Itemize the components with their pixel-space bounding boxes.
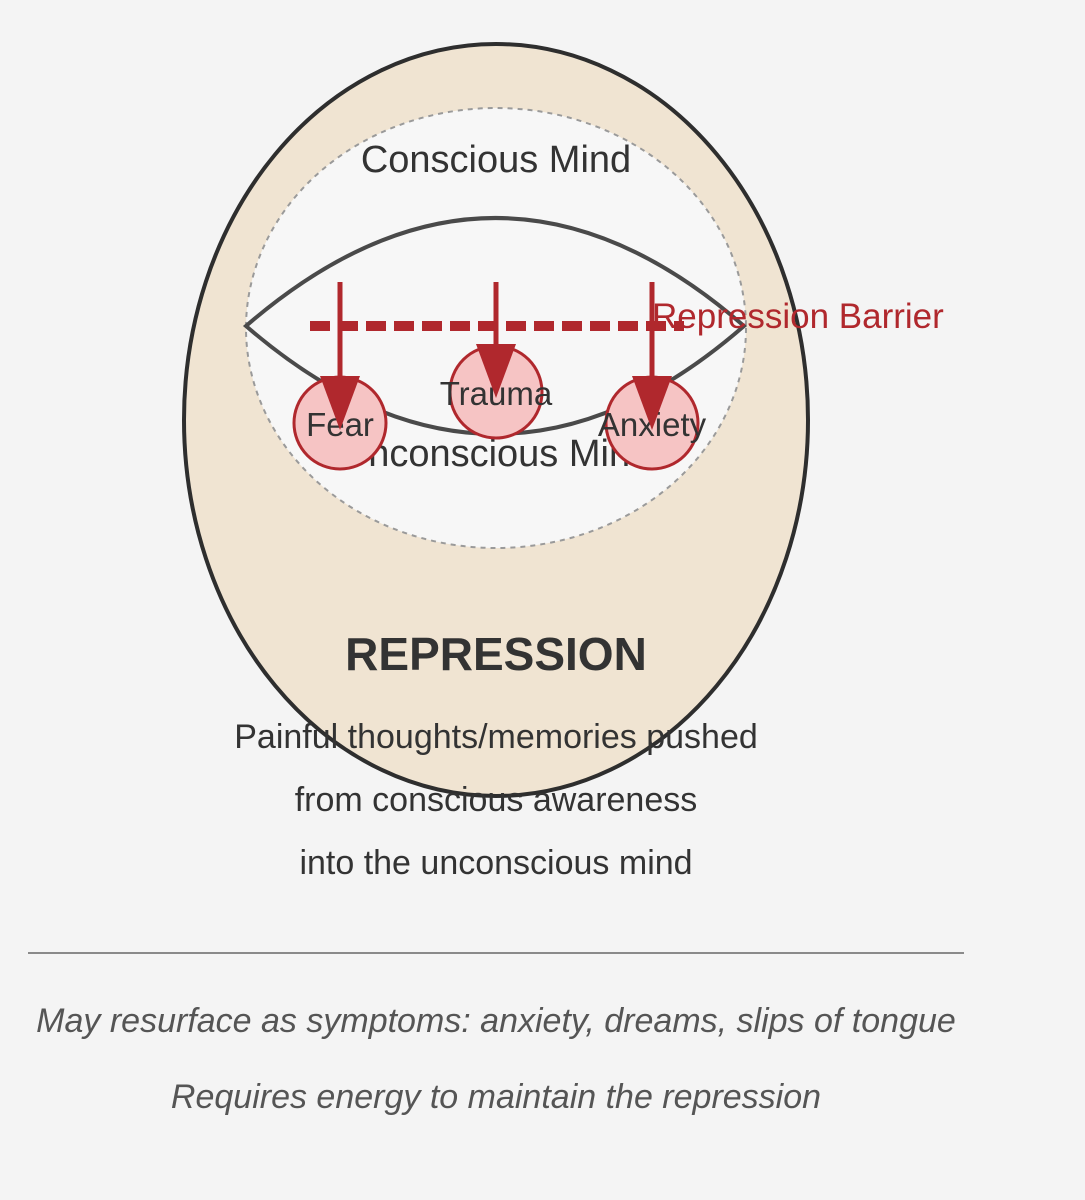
- conscious-mind-label: Conscious Mind: [361, 139, 631, 181]
- description-line-1: Painful thoughts/memories pushed: [234, 718, 758, 756]
- repression-title: REPRESSION: [345, 628, 647, 680]
- note-energy: Requires energy to maintain the repressi…: [171, 1078, 821, 1116]
- description-line-3: into the unconscious mind: [299, 844, 692, 882]
- arrow-trauma: [476, 282, 516, 398]
- repression-barrier-label: Repression Barrier: [652, 297, 944, 336]
- arrow-anxiety: [632, 282, 672, 430]
- arrow-fear: [320, 282, 360, 430]
- description-line-2: from conscious awareness: [295, 781, 698, 819]
- note-resurface: May resurface as symptoms: anxiety, drea…: [36, 1002, 956, 1040]
- unconscious-mind-label: Unconscious Mind: [341, 433, 651, 475]
- mind-boundary-lens: [242, 216, 748, 436]
- arrow-trauma-head: [476, 344, 516, 398]
- arrow-anxiety-head: [632, 376, 672, 430]
- arrow-fear-head: [320, 376, 360, 430]
